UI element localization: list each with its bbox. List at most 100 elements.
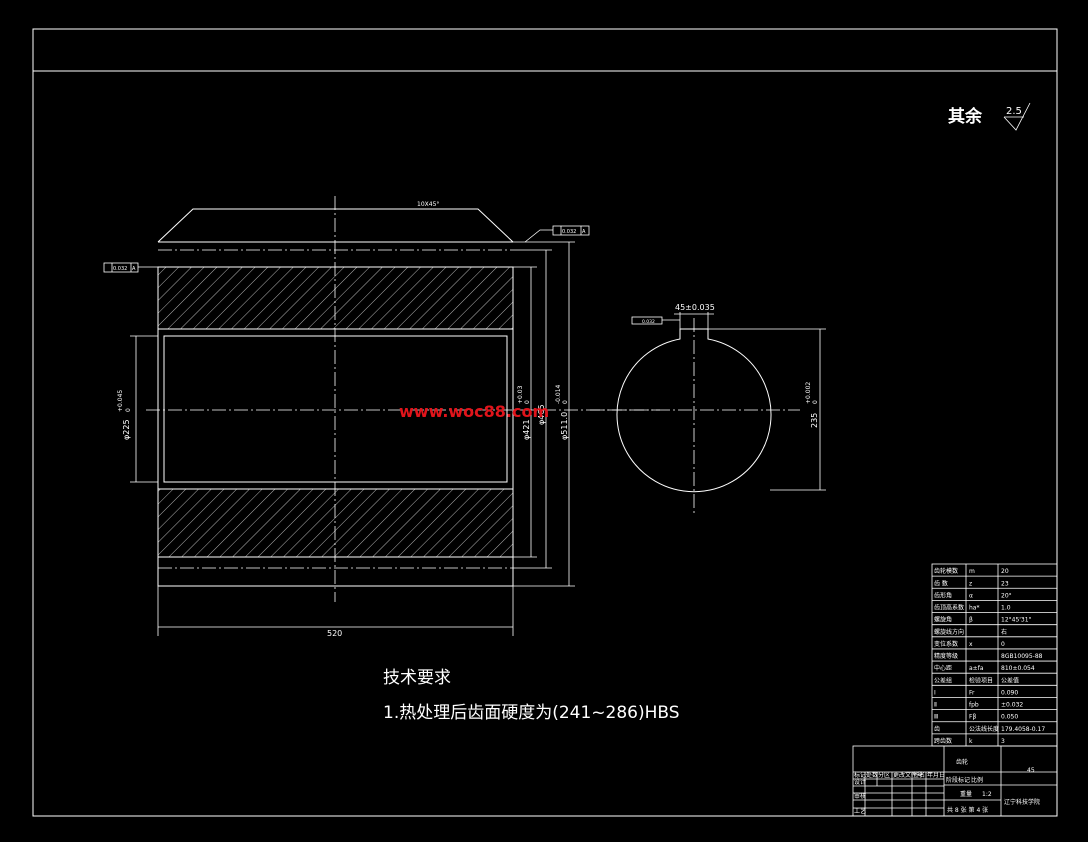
svg-text:设计: 设计 (854, 778, 866, 786)
param-cell-6-1: x (969, 641, 973, 648)
param-cell-0-1: m (969, 568, 975, 575)
param-cell-6-2: 0 (1001, 641, 1005, 648)
param-cell-13-1: 公法线长度 (969, 725, 999, 733)
param-cell-4-2: 12°45'31" (1001, 617, 1032, 624)
param-cell-7-2: 8GB10095-88 (1001, 653, 1043, 660)
param-cell-0-0: 齿轮模数 (934, 567, 958, 575)
watermark: www.woc88.com (399, 402, 549, 421)
param-cell-3-2: 1.0 (1001, 605, 1011, 612)
keyway-depth: 235 (810, 413, 819, 428)
param-cell-4-0: 螺旋角 (934, 616, 952, 624)
sheet-count: 共 8 张 第 4 张 (947, 806, 988, 814)
right-tolerance-value: 0.032 (562, 229, 576, 235)
param-cell-13-2: 179.4058-0.17 (1001, 726, 1045, 733)
left-datum: A (132, 266, 136, 272)
svg-text:签名: 签名 (913, 771, 925, 779)
roughness-note: 其余 2.5 (948, 102, 1031, 131)
material: 45 (1027, 767, 1035, 774)
left-tolerance-value: 0.032 (113, 266, 127, 272)
keyway-depth-tol-upper: +0.002 (805, 382, 812, 404)
gear-top-chamfer (157, 208, 514, 243)
param-cell-14-2: 3 (1001, 738, 1005, 745)
param-cell-2-1: α (969, 592, 973, 599)
drawing-frame (32, 28, 1058, 817)
param-cell-7-0: 精度等级 (934, 652, 958, 660)
school-name: 辽宁科技学院 (1004, 798, 1040, 806)
param-cell-6-0: 变位系数 (934, 640, 958, 648)
bore-circle-with-keyway (616, 328, 772, 493)
svg-text:审核: 审核 (854, 792, 866, 800)
tech-requirement-1: 1.热处理后齿面硬度为(241~286)HBS (383, 703, 680, 723)
svg-text:处数: 处数 (866, 771, 878, 779)
dim-421-tol-upper: +0.03 (517, 385, 524, 404)
param-cell-1-2: 23 (1001, 580, 1009, 587)
length-dimension: 520 (327, 629, 342, 638)
bore-tol-upper: +0.045 (117, 390, 124, 412)
param-cell-8-2: 810±0.054 (1001, 665, 1035, 672)
svg-text:分区: 分区 (878, 771, 890, 779)
dim-511-tol-upper: -0.014 (555, 384, 562, 404)
param-cell-2-0: 齿形角 (934, 591, 952, 599)
gear-section-view: 520 10X45° φ225 +0.045 0 0.032 A 0.032 A (103, 196, 660, 638)
param-cell-12-0: Ⅲ (934, 714, 938, 721)
dim-421-tol-lower: 0 (524, 400, 531, 404)
bore-tol-lower: 0 (125, 408, 132, 412)
svg-text:比例: 比例 (971, 776, 983, 784)
param-cell-10-1: Fr (969, 689, 975, 696)
param-cell-3-1: ha* (969, 605, 979, 612)
param-cell-0-2: 20 (1001, 568, 1009, 575)
param-cell-3-0: 齿顶高系数 (934, 604, 964, 612)
svg-text:重量: 重量 (960, 790, 972, 798)
param-cell-2-2: 20° (1001, 592, 1012, 599)
dim-465: φ465 (537, 404, 546, 425)
scale: 1:2 (982, 791, 992, 798)
tech-requirements-title: 技术要求 (383, 668, 451, 688)
param-cell-12-2: 0.050 (1001, 714, 1018, 721)
param-cell-1-1: z (969, 580, 972, 587)
keyway-width: 45±0.035 (675, 303, 715, 312)
param-cell-13-0: 齿 (934, 725, 940, 733)
right-datum: A (582, 229, 586, 235)
param-cell-14-1: k (969, 738, 973, 745)
gear-side-view: 45±0.035 0.032 235 +0.002 0 (590, 303, 826, 515)
param-cell-11-2: ±0.032 (1001, 702, 1023, 709)
param-cell-9-2: 公差值 (1001, 676, 1019, 684)
svg-text:标记: 标记 (854, 771, 866, 779)
gear-parameter-table: 齿轮模数 m 20 齿 数 z 23 齿形角 α 20° 齿顶高系数 ha* 1.0 螺旋角 β 12°45… (931, 563, 1058, 747)
param-cell-14-0: 跨齿数 (934, 737, 952, 745)
gear-bottom-outline (157, 557, 514, 587)
lower-hatched-wall (157, 488, 514, 558)
bore-dimension: φ225 (122, 419, 131, 440)
param-cell-5-0: 螺旋线方向 (934, 628, 964, 636)
roughness-symbol-icon (1003, 102, 1031, 131)
dim-421: φ421 (522, 419, 531, 440)
svg-text:阶段标记: 阶段标记 (946, 776, 970, 784)
param-cell-9-0: 公差组 (934, 676, 952, 684)
param-cell-8-1: a±fa (969, 665, 984, 672)
svg-text:更改文件号: 更改文件号 (893, 771, 923, 779)
roughness-label: 其余 (948, 106, 983, 127)
param-cell-10-2: 0.090 (1001, 689, 1018, 696)
roughness-value: 2.5 (1006, 106, 1022, 117)
param-cell-4-1: β (969, 617, 973, 624)
keyway-tolerance-value: 0.032 (642, 319, 655, 325)
title-block: 齿轮 45 辽宁科技学院 共 8 张 第 4 张 1:2 标记 处数 分区 更改… (852, 745, 1058, 817)
svg-text:工艺: 工艺 (854, 807, 866, 815)
keyway-tolerance-frame (631, 316, 663, 325)
part-name: 齿轮 (956, 758, 968, 766)
right-tolerance-frame (552, 225, 590, 236)
param-cell-8-0: 中心距 (934, 664, 952, 672)
upper-hatched-wall (157, 266, 514, 330)
left-tolerance-frame (103, 262, 139, 273)
param-cell-5-2: 右 (1001, 628, 1007, 636)
param-cell-9-1: 检验项目 (969, 676, 993, 684)
param-cell-1-0: 齿 数 (934, 579, 948, 587)
keyway-depth-tol-lower: 0 (812, 400, 819, 404)
svg-text:年月日: 年月日 (927, 771, 945, 779)
param-cell-12-1: Fβ (969, 714, 976, 721)
param-cell-10-0: Ⅰ (934, 689, 936, 696)
dim-511: φ511.0 (560, 412, 569, 440)
chamfer-note: 10X45° (417, 201, 439, 208)
dim-511-tol-lower: 0 (562, 400, 569, 404)
